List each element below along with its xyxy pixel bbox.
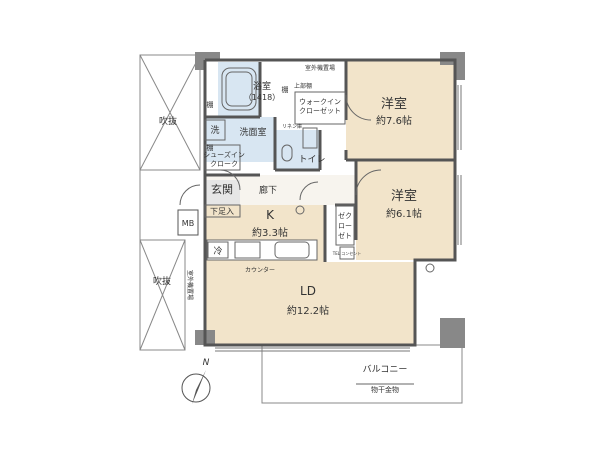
zeku-label-3: ゼト: [338, 231, 352, 240]
counter-label: カウンター: [245, 266, 275, 274]
linen-label: リネン庫: [282, 123, 302, 130]
void-label-2: 吹抜: [153, 275, 171, 287]
shelf-label-2: 棚: [207, 143, 214, 152]
geta-box-label: 下足入: [210, 207, 234, 216]
zeku-label-1: ゼク: [338, 211, 352, 220]
western-room-1-label: 洋室: [381, 96, 407, 112]
kitchen-area: 約3.3帖: [252, 226, 288, 239]
ld-area: 約12.2帖: [287, 304, 329, 317]
structural-columns: [195, 52, 465, 348]
compass-arrow-icon: [192, 370, 206, 404]
fridge-label: 冷: [213, 245, 222, 257]
western-room-1-floor: [346, 60, 454, 160]
western-room-1-area: 約7.6帖: [376, 114, 412, 127]
upper-shelf-label: 上部棚: [294, 82, 312, 90]
ld-floor: [205, 262, 415, 344]
entrance-floor: [205, 180, 240, 205]
walls: [203, 58, 457, 347]
bathroom-label: 浴室: [253, 80, 271, 92]
entrance-label: 玄関: [211, 182, 233, 196]
kitchen-label: K: [266, 208, 275, 222]
walk-in-closet-label-line1: ウォークイン: [299, 98, 341, 106]
wash-label: 洗: [210, 124, 219, 136]
drying-rack-label: 物干金物: [371, 385, 399, 394]
toilet-label: トイレ: [298, 155, 325, 165]
ld-label: LD: [300, 284, 316, 298]
compass-north-label: N: [203, 358, 210, 368]
shoes-closet-label-line1: シューズイン: [203, 150, 245, 159]
shelf-label-1: 棚: [207, 100, 214, 109]
windows: [215, 85, 462, 352]
compass-circle: [181, 373, 211, 403]
western-room-2-floor: [356, 160, 454, 260]
bathroom-size: （1418）: [244, 93, 280, 102]
western-room-2-label: 洋室: [391, 188, 417, 204]
zeku-label-2: ロー: [338, 222, 352, 230]
walk-in-closet-label-line2: クローゼット: [299, 106, 341, 115]
shelf-label-3: 棚: [282, 85, 289, 94]
compass: N: [181, 358, 211, 404]
fixtures: [177, 67, 435, 273]
tel-label: TEL コンセント: [332, 251, 361, 256]
outdoor-unit-side-label: 室外機置場: [186, 270, 194, 300]
shoes-closet-label-line2: クローク: [210, 160, 238, 168]
void-label-1: 吹抜: [159, 115, 177, 127]
mb-label: MB: [182, 219, 194, 228]
void-area-lines: [139, 54, 463, 404]
western-room-2-area: 約6.1帖: [386, 207, 422, 220]
washroom-label: 洗面室: [239, 126, 266, 138]
hallway-label: 廊下: [259, 184, 277, 196]
balcony-label: バルコニー: [363, 364, 408, 375]
mb-box: [177, 209, 199, 236]
outdoor-unit-top-label: 室外機置場: [305, 64, 335, 72]
